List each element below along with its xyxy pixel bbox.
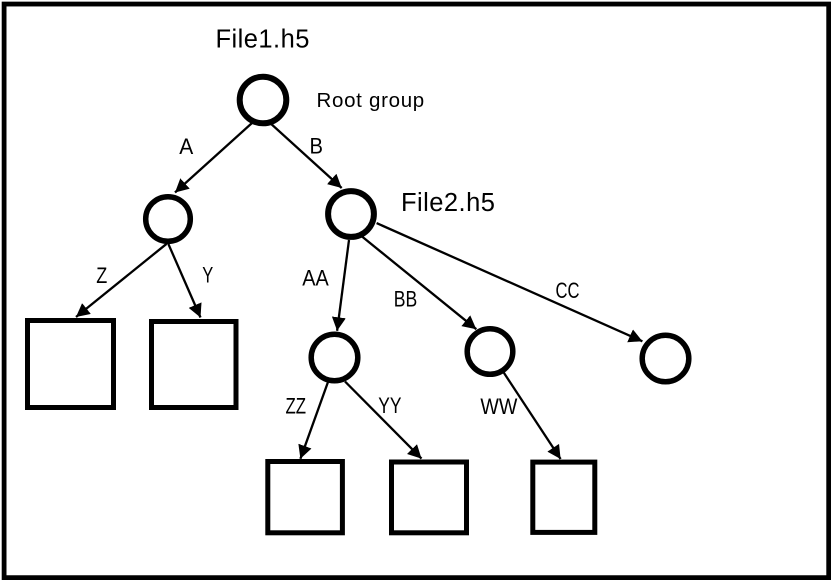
svg-text:B: B bbox=[309, 134, 323, 159]
svg-text:AA: AA bbox=[302, 265, 329, 290]
svg-text:CC: CC bbox=[556, 278, 580, 303]
svg-text:ZZ: ZZ bbox=[286, 393, 307, 418]
svg-text:Root group: Root group bbox=[316, 89, 424, 112]
svg-text:File2.h5: File2.h5 bbox=[401, 189, 495, 217]
svg-text:File1.h5: File1.h5 bbox=[216, 26, 310, 54]
svg-text:Z: Z bbox=[96, 263, 107, 288]
svg-text:WW: WW bbox=[480, 394, 518, 419]
svg-text:BB: BB bbox=[394, 287, 418, 312]
svg-text:A: A bbox=[179, 134, 193, 159]
svg-text:YY: YY bbox=[378, 393, 401, 418]
svg-text:Y: Y bbox=[202, 263, 213, 288]
